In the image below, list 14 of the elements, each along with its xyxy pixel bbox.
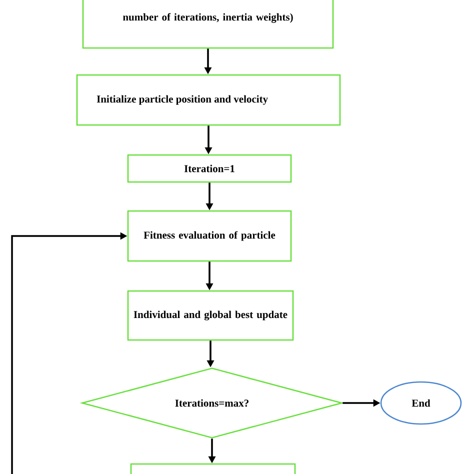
node-label: number of iterations, inertia weights)	[122, 13, 293, 23]
node-label: Individual and global best update	[134, 310, 288, 320]
process-box	[127, 210, 292, 262]
process-box	[127, 154, 292, 183]
process-box	[127, 290, 294, 341]
process-box	[130, 463, 296, 474]
node-label: End	[412, 399, 430, 407]
node-label: Iterations=max?	[175, 399, 248, 407]
node-label: Fitness evaluation of particle	[144, 231, 276, 241]
node-label: Initialize particle position and velocity	[96, 95, 268, 105]
process-box	[76, 74, 341, 126]
node-label: Iteration=1	[184, 164, 234, 172]
process-box	[82, 0, 334, 49]
terminal-ellipse	[380, 381, 462, 425]
